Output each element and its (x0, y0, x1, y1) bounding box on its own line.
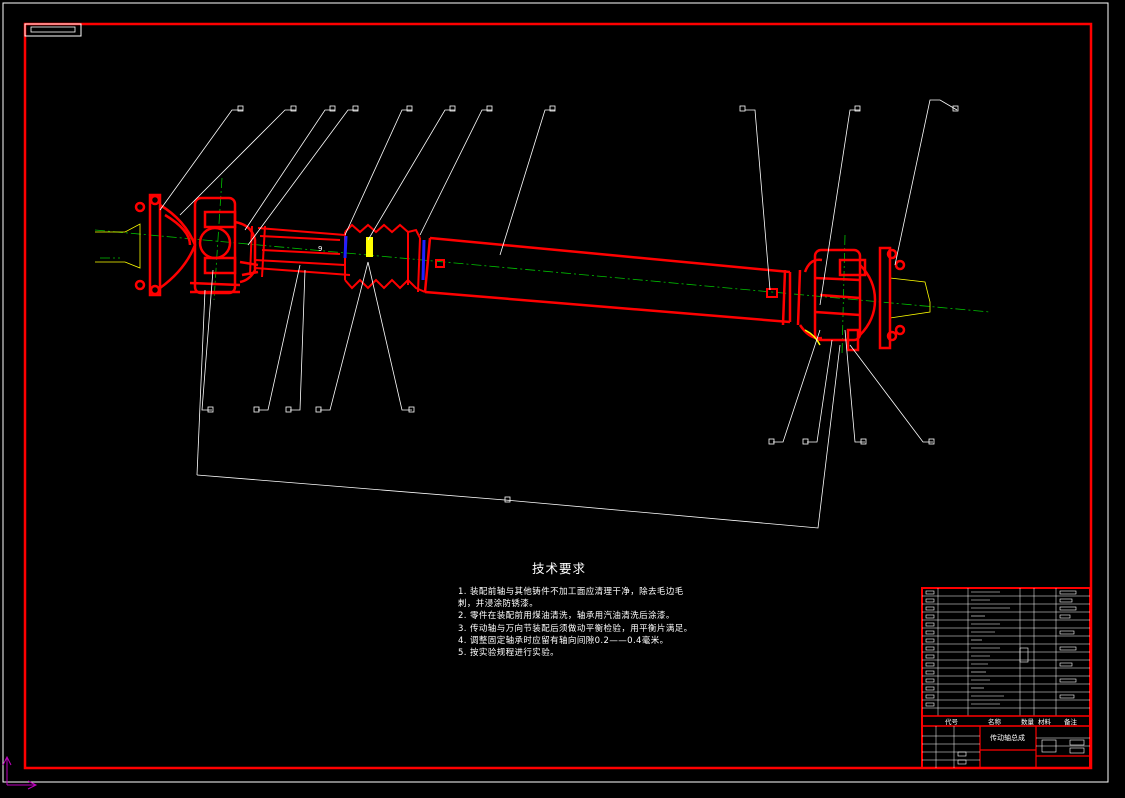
boot-clamps (343, 235, 426, 281)
left-universal-joint (134, 193, 259, 297)
grease-fitting (366, 237, 373, 257)
balloon-tags (207, 105, 959, 503)
svg-text:9: 9 (318, 245, 322, 253)
header-qty: 数量 (1021, 717, 1035, 726)
tech-item: 1. 装配前轴与其他铸件不加工面应清理干净，除去毛边毛刺，并浸涂防锈漆。 (458, 587, 684, 610)
right-seal (804, 329, 821, 346)
header-name: 名称 (988, 717, 1002, 726)
tech-item: 5. 按实验规程进行实验。 (458, 648, 560, 659)
tech-item: 4. 调整固定轴承时应留有轴向间隙0.2——0.4毫米。 (458, 635, 669, 646)
ucs-icon (2, 755, 38, 790)
tech-item: 3. 传动轴与万向节装配后须做动平衡检验，用平衡片满足。 (458, 623, 693, 634)
tech-item: 2. 零件在装配前用煤油清洗，轴承用汽油清洗后涂漆。 (458, 611, 675, 622)
leader-lines (159, 99, 958, 529)
parts-list-header: 代号 名称 数量 材料 备注 (945, 717, 1078, 726)
right-universal-joint (798, 246, 906, 352)
parts-list (921, 587, 1091, 769)
drawing-name: 传动轴总成 (990, 733, 1025, 742)
code-box (24, 23, 82, 37)
drawing-frame (23, 22, 1093, 770)
header-material: 材料 (1038, 717, 1052, 726)
tech-requirements: 1. 装配前轴与其他铸件不加工面应清理干净，除去毛边毛刺，并浸涂防锈漆。 2. … (458, 586, 698, 659)
slip-joint (249, 223, 778, 298)
flange-outline (95, 223, 931, 319)
header-code: 代号 (945, 717, 959, 726)
centerline (94, 177, 991, 356)
tech-requirements-title: 技术要求 (532, 561, 587, 576)
outer-border (2, 2, 1109, 783)
drive-shaft-tube (423, 236, 802, 326)
header-remarks: 备注 (1064, 717, 1078, 726)
